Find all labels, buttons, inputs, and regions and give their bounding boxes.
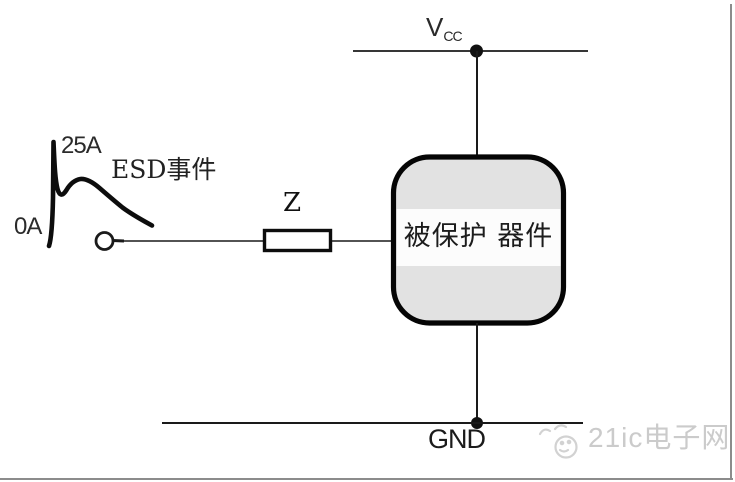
vcc-label-subscript: CC [443,28,462,44]
esd-pulse-waveform [46,139,155,249]
protected-device-label: 被保护 器件 [403,221,554,252]
protected-device-label-band [396,209,561,266]
watermark-text: 21ic电子网 [588,422,731,453]
watermark-logo-icon [538,424,578,459]
frame-shadow-right [730,4,732,478]
impedance-resistor-body [262,228,333,253]
input-terminal-circle [94,231,115,251]
waveform-zero-label: 0A [14,213,42,240]
vcc-label-main: V [426,12,444,42]
waveform-peak-label: 25A [61,132,102,159]
vcc-label: VCC [426,12,463,44]
impedance-label: Z [283,188,302,218]
frame-shadow-bottom [0,478,733,480]
gnd-label: GND [428,424,486,454]
esd-event-label: ESD事件 [111,155,217,184]
